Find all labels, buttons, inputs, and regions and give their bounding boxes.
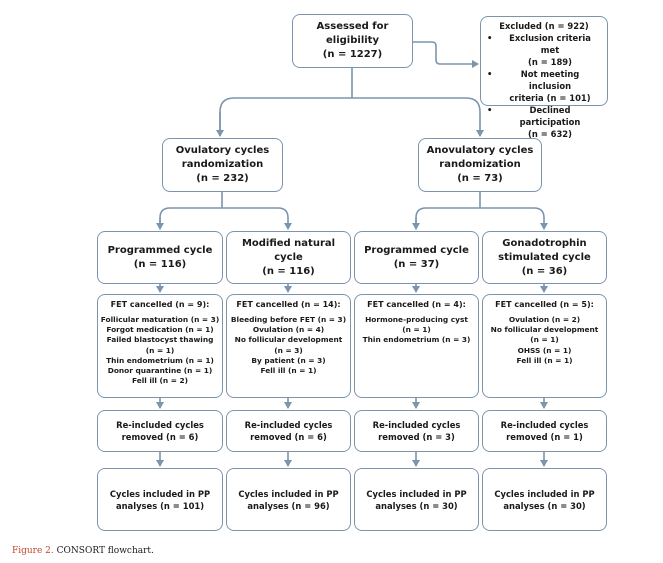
figure-caption: Figure 2. CONSORT flowchart. (12, 546, 154, 556)
cancel-reasons: Ovulation (n = 2) No follicular developm… (490, 315, 599, 365)
cancel-box-col1: FET cancelled (n = 9): Follicular matura… (97, 294, 223, 398)
anovulatory-line-2: randomization (439, 159, 521, 170)
cancel-reasons: Hormone-producing cyst (n = 1) Thin endo… (362, 315, 471, 345)
arm-box-programmed-ovulatory: Programmed cycle (n = 116) (97, 231, 223, 284)
ovulatory-line-1: Ovulatory cycles (175, 145, 270, 156)
cancel-title: FET cancelled (n = 4): (367, 300, 466, 309)
arm-box-modified-natural: Modified natural cycle (n = 116) (226, 231, 351, 284)
arrow-to-gonadotrophin (415, 207, 548, 230)
assessed-box: Assessed for eligibility (n = 1227) (292, 14, 413, 68)
included-box-col2: Cycles included in PP analyses (n = 96) (226, 468, 351, 531)
cancel-title: FET cancelled (n = 5): (495, 300, 594, 309)
excluded-list: Exclusion criteria met (n = 189) Not mee… (487, 32, 601, 140)
ovulatory-box: Ovulatory cycles randomization (n = 232) (162, 138, 283, 192)
figure-caption-text: CONSORT flowchart. (56, 546, 154, 556)
ovulatory-count: (n = 232) (196, 173, 249, 184)
included-box-col3: Cycles included in PP analyses (n = 30) (354, 468, 479, 531)
cancel-box-col2: FET cancelled (n = 14): Bleeding before … (226, 294, 351, 398)
arrow-to-excluded (413, 41, 479, 68)
figure-label: Figure 2. (12, 546, 54, 556)
ovulatory-line-2: randomization (181, 159, 264, 170)
arm-box-gonadotrophin: Gonadotrophin stimulated cycle (n = 36) (482, 231, 607, 284)
arrow-to-modified-natural (159, 207, 292, 230)
anovulatory-line-1: Anovulatory cycles (426, 145, 534, 156)
excluded-item: Not meeting inclusion criteria (n = 101) (487, 68, 601, 104)
assessed-title-2: eligibility (326, 35, 379, 46)
included-box-col1: Cycles included in PP analyses (n = 101) (97, 468, 223, 531)
included-box-col4: Cycles included in PP analyses (n = 30) (482, 468, 607, 531)
anovulatory-box: Anovulatory cycles randomization (n = 73… (418, 138, 542, 192)
arm-box-programmed-anovulatory: Programmed cycle (n = 37) (354, 231, 479, 284)
excluded-item: Exclusion criteria met (n = 189) (487, 32, 601, 68)
excluded-item: Declined participation (n = 632) (487, 104, 601, 140)
cancel-title: FET cancelled (n = 14): (236, 300, 341, 309)
cancel-title: FET cancelled (n = 9): (110, 300, 210, 309)
excluded-title: Excluded (n = 922) (499, 21, 589, 31)
anovulatory-count: (n = 73) (457, 173, 503, 184)
assessed-title: Assessed for (316, 21, 389, 32)
assessed-count: (n = 1227) (322, 49, 383, 60)
reincluded-box-col4: Re-included cycles removed (n = 1) (482, 410, 607, 452)
cancel-reasons: Bleeding before FET (n = 3) Ovulation (n… (230, 315, 347, 376)
reincluded-box-col2: Re-included cycles removed (n = 6) (226, 410, 351, 452)
cancel-box-col4: FET cancelled (n = 5): Ovulation (n = 2)… (482, 294, 607, 398)
reincluded-box-col1: Re-included cycles removed (n = 6) (97, 410, 223, 452)
arrow-to-anovulatory (219, 97, 484, 137)
reincluded-box-col3: Re-included cycles removed (n = 3) (354, 410, 479, 452)
cancel-reasons: Follicular maturation (n = 3) Forgot med… (100, 315, 220, 386)
excluded-box: Excluded (n = 922) Exclusion criteria me… (480, 16, 608, 139)
cancel-box-col3: FET cancelled (n = 4): Hormone-producing… (354, 294, 479, 398)
